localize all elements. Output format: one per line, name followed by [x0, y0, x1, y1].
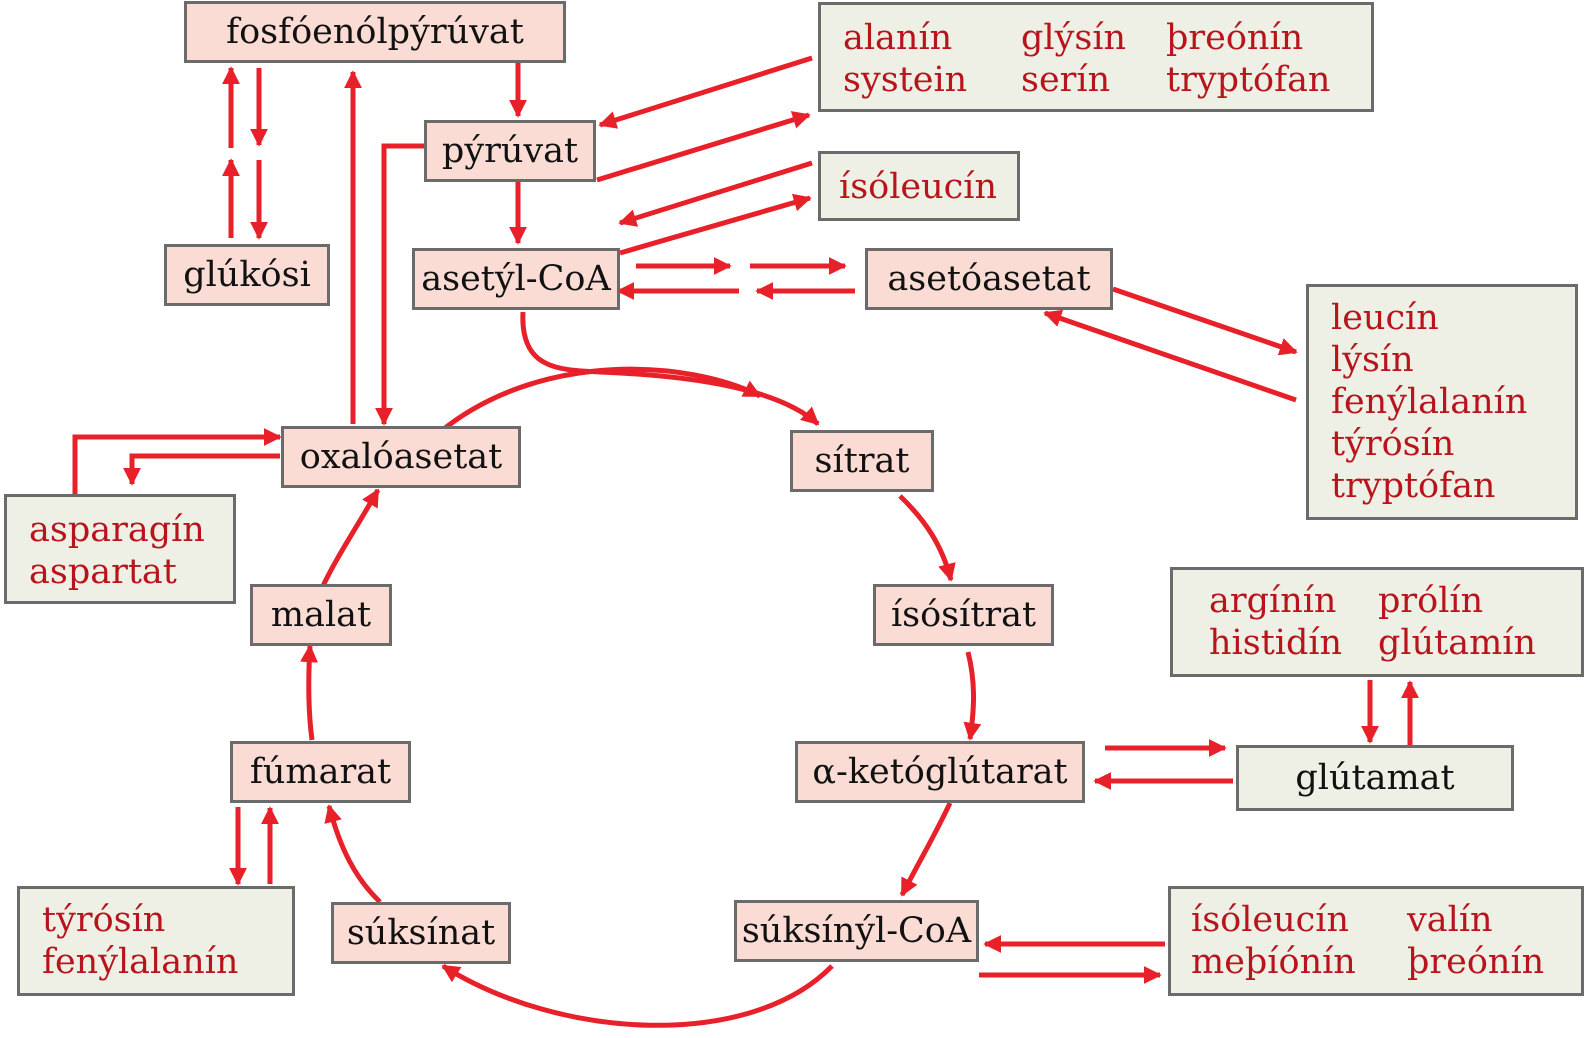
amino-acid: ísóleucín: [1191, 900, 1350, 940]
amino-acid: systein: [843, 60, 968, 100]
amino-acid: prólín: [1378, 581, 1484, 621]
arrow-succinate-to-fumarate: [324, 804, 382, 904]
amino-acid: týrósín: [42, 900, 166, 940]
arrow-acetoacetate-to-aminos: [1112, 286, 1298, 356]
amino-col: valín þreónín: [1407, 899, 1544, 983]
amino-acid: ísóleucín: [839, 167, 998, 207]
amino-acid: glútamín: [1378, 623, 1536, 663]
amino-acid: fenýlalanín: [1331, 382, 1528, 422]
amino-acid: alanín: [843, 18, 953, 58]
acetoacetate-box: asetóasetat: [865, 248, 1113, 310]
arrow-pyruvate-to-aminos: [596, 111, 811, 183]
amino-acid: aspartat: [29, 552, 177, 592]
arrow-malate-to-oxaloacetate: [320, 488, 381, 588]
arrow-aminos-to-acetoacetate: [1043, 309, 1297, 403]
amino-acid: glýsín: [1021, 18, 1127, 58]
amino-acid: lýsín: [1331, 340, 1414, 380]
amino-col: þreónín tryptófan: [1166, 17, 1330, 101]
arrow-succinylcoa-to-succinate: [441, 963, 834, 1028]
amino-col: glýsín serín: [1021, 17, 1126, 101]
malate-box: malat: [250, 584, 392, 646]
arrow-acetylcoa-to-isoleucine: [619, 193, 812, 256]
amino-col: týrósín fenýlalanín: [42, 899, 238, 983]
isocitrate-box: ísósítrat: [873, 584, 1054, 646]
amino-group-fumarate: týrósín fenýlalanín: [17, 886, 295, 996]
arrow-isoleucine-to-acetylcoa: [618, 160, 813, 227]
glutamate-box: glútamat: [1236, 745, 1514, 811]
amino-group-pyruvate: alanín systein glýsín serín þreónín tryp…: [818, 2, 1374, 112]
amino-group-oxaloacetate: asparagín aspartat: [4, 494, 236, 604]
arrow-citrate-to-isocitrate: [898, 494, 956, 582]
amino-col: prólín glútamín: [1378, 580, 1536, 664]
amino-col: alanín systein: [843, 17, 967, 101]
arrow-oxaloacetate-to-aspartate: [123, 453, 280, 486]
amino-acid: serín: [1021, 60, 1111, 100]
pep-box: fosfóenólpýrúvat: [184, 1, 566, 63]
akg-box: α-ketóglútarat: [795, 741, 1085, 803]
amino-acid: asparagín: [29, 510, 205, 550]
succinylcoa-box: súksínýl-CoA: [734, 900, 979, 962]
amino-group-acetoacetate: leucín lýsín fenýlalanín týrósín tryptóf…: [1306, 284, 1578, 520]
amino-acid: fenýlalanín: [42, 942, 239, 982]
pyruvate-box: pýrúvat: [424, 120, 596, 182]
succinate-box: súksínat: [331, 902, 511, 964]
amino-acid: þreónín: [1166, 18, 1304, 58]
arrow-pyruvate-to-oxaloacetate: [375, 143, 424, 426]
fumarate-box: fúmarat: [230, 741, 411, 803]
amino-acid: histidín: [1209, 623, 1343, 663]
arrow-aminos-to-pyruvate: [598, 55, 813, 129]
oxaloacetate-box: oxalóasetat: [281, 426, 521, 488]
amino-group-glutamate: argínín histidín prólín glútamín: [1170, 567, 1584, 677]
amino-col: ísóleucín: [839, 166, 997, 208]
arrow-fumarate-to-malate: [300, 644, 319, 741]
acetylcoa-box: asetýl-CoA: [412, 248, 620, 310]
amino-group-succinylcoa: ísóleucín meþíónín valín þreónín: [1168, 886, 1584, 996]
arrow-akg-to-succinylcoa: [899, 801, 953, 897]
amino-acid: tryptófan: [1166, 60, 1331, 100]
citrate-box: sítrat: [790, 430, 934, 492]
amino-col: argínín histidín: [1209, 580, 1342, 664]
arrow-oxaloacetate-to-citrate: [438, 366, 762, 434]
arrow-isocitrate-to-akg: [963, 651, 982, 741]
amino-col: leucín lýsín fenýlalanín týrósín tryptóf…: [1331, 297, 1527, 507]
arrow-acetylcoa-to-citrate: [520, 311, 820, 426]
amino-acid: týrósín: [1331, 424, 1455, 464]
amino-col: asparagín aspartat: [29, 509, 205, 593]
glucose-box: glúkósi: [164, 244, 330, 306]
amino-acid: valín: [1407, 900, 1493, 940]
arrow-aspartate-to-oxaloacetate: [72, 428, 282, 494]
amino-group-isoleucine: ísóleucín: [818, 151, 1020, 221]
amino-acid: argínín: [1209, 581, 1337, 621]
amino-acid: meþíónín: [1191, 942, 1356, 982]
amino-acid: þreónín: [1407, 942, 1545, 982]
amino-col: ísóleucín meþíónín: [1191, 899, 1356, 983]
amino-acid: tryptófan: [1331, 466, 1496, 506]
amino-acid: leucín: [1331, 298, 1439, 338]
